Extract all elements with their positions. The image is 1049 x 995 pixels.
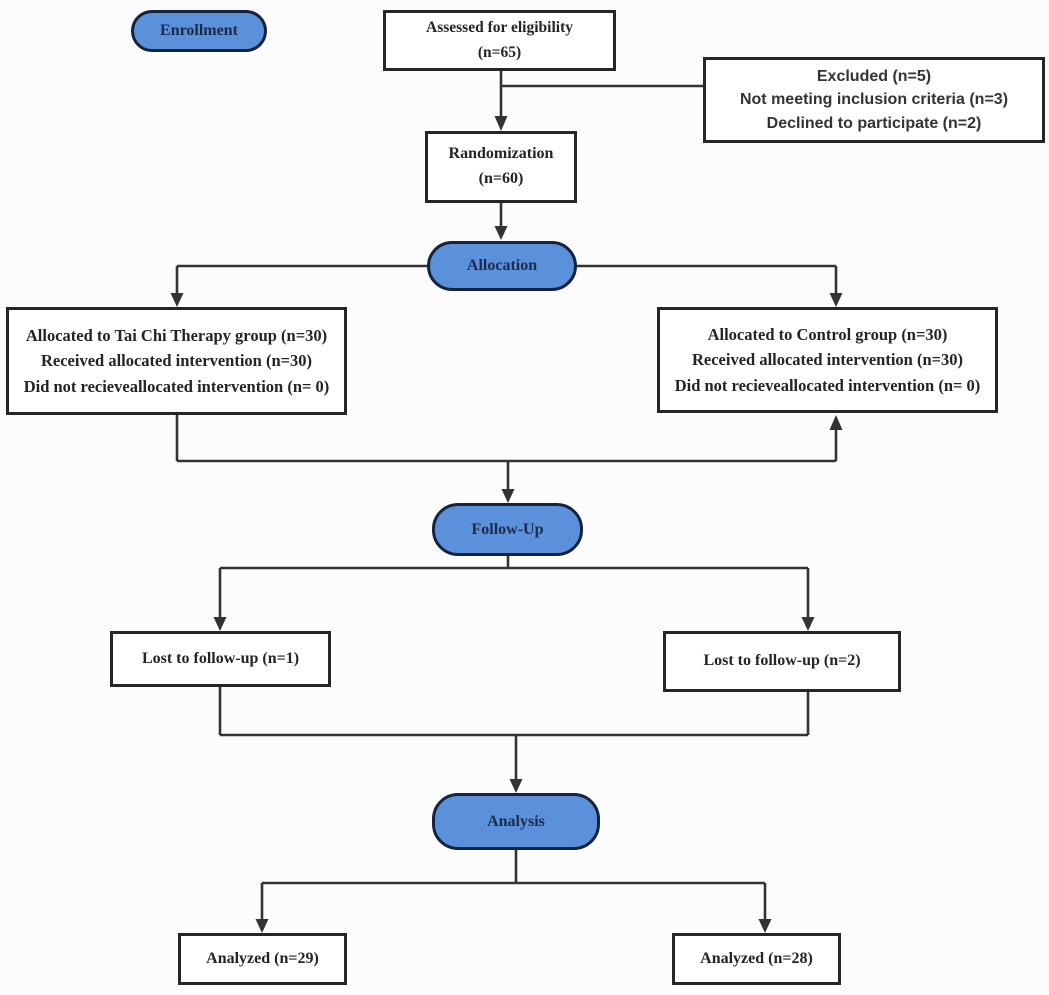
box-text-line: Did not recieveallocated intervention (n… — [23, 376, 330, 396]
box-text-line: Assessed for eligibility — [426, 19, 573, 37]
box-text-line: Declined to participate (n=2) — [766, 114, 982, 132]
arrowhead-up-into-alloc-right — [829, 415, 843, 430]
stage-pill-followup: Follow-Up — [432, 503, 583, 556]
box-assessed-for-eligibility: Assessed for eligibility (n=65) — [383, 10, 616, 71]
arrowhead-into-analyzed-right — [758, 919, 772, 933]
box-text-line: Received allocated intervention (n=30) — [40, 351, 313, 371]
box-allocated-taichi-group: Allocated to Tai Chi Therapy group (n=30… — [6, 307, 347, 415]
box-text-line: Did not recieveallocated intervention (n… — [674, 375, 981, 395]
stage-label-followup: Follow-Up — [471, 520, 544, 538]
stage-pill-enrollment: Enrollment — [131, 10, 267, 52]
arrowhead-into-analyzed-left — [255, 919, 269, 933]
box-text-line: Analyzed (n=29) — [206, 949, 319, 967]
arrowhead-into-followup — [501, 489, 515, 503]
box-text-line: Received allocated intervention (n=30) — [691, 350, 964, 370]
box-text-line: Allocated to Tai Chi Therapy group (n=30… — [25, 325, 328, 345]
box-analyzed-right: Analyzed (n=28) — [672, 933, 841, 985]
box-text-line: Excluded (n=5) — [816, 68, 932, 86]
box-text-line: Not meeting inclusion criteria (n=3) — [739, 91, 1009, 109]
arrowhead-into-analysis — [509, 779, 523, 793]
box-text-line: (n=60) — [478, 170, 524, 187]
arrowhead-into-lost-right — [801, 617, 815, 631]
arrowhead-into-alloc-left — [170, 293, 184, 307]
stage-label-allocation: Allocation — [466, 257, 538, 274]
box-text-line: Randomization — [448, 145, 554, 163]
stage-label-enrollment: Enrollment — [160, 22, 238, 39]
box-text-line: Lost to follow-up (n=1) — [141, 649, 300, 667]
arrowhead-into-lost-left — [213, 617, 227, 631]
arrowhead-into-alloc-right — [829, 293, 843, 307]
box-analyzed-left: Analyzed (n=29) — [178, 933, 347, 985]
box-allocated-control-group: Allocated to Control group (n=30) Receiv… — [657, 307, 998, 413]
box-text-line: Lost to follow-up (n=2) — [703, 652, 861, 670]
box-lost-to-followup-right: Lost to follow-up (n=2) — [663, 631, 901, 692]
box-lost-to-followup-left: Lost to follow-up (n=1) — [110, 631, 331, 687]
box-text-line: Analyzed (n=28) — [700, 949, 813, 967]
box-excluded: Excluded (n=5) Not meeting inclusion cri… — [703, 57, 1045, 143]
box-randomization: Randomization (n=60) — [425, 131, 577, 203]
arrowhead-into-allocation — [494, 226, 508, 240]
box-text-line: (n=65) — [477, 43, 522, 61]
stage-label-analysis: Analysis — [487, 812, 545, 830]
box-text-line: Allocated to Control group (n=30) — [707, 324, 948, 344]
stage-pill-analysis: Analysis — [432, 793, 600, 850]
arrowhead-into-randomization — [494, 116, 508, 131]
stage-pill-allocation: Allocation — [427, 241, 577, 291]
